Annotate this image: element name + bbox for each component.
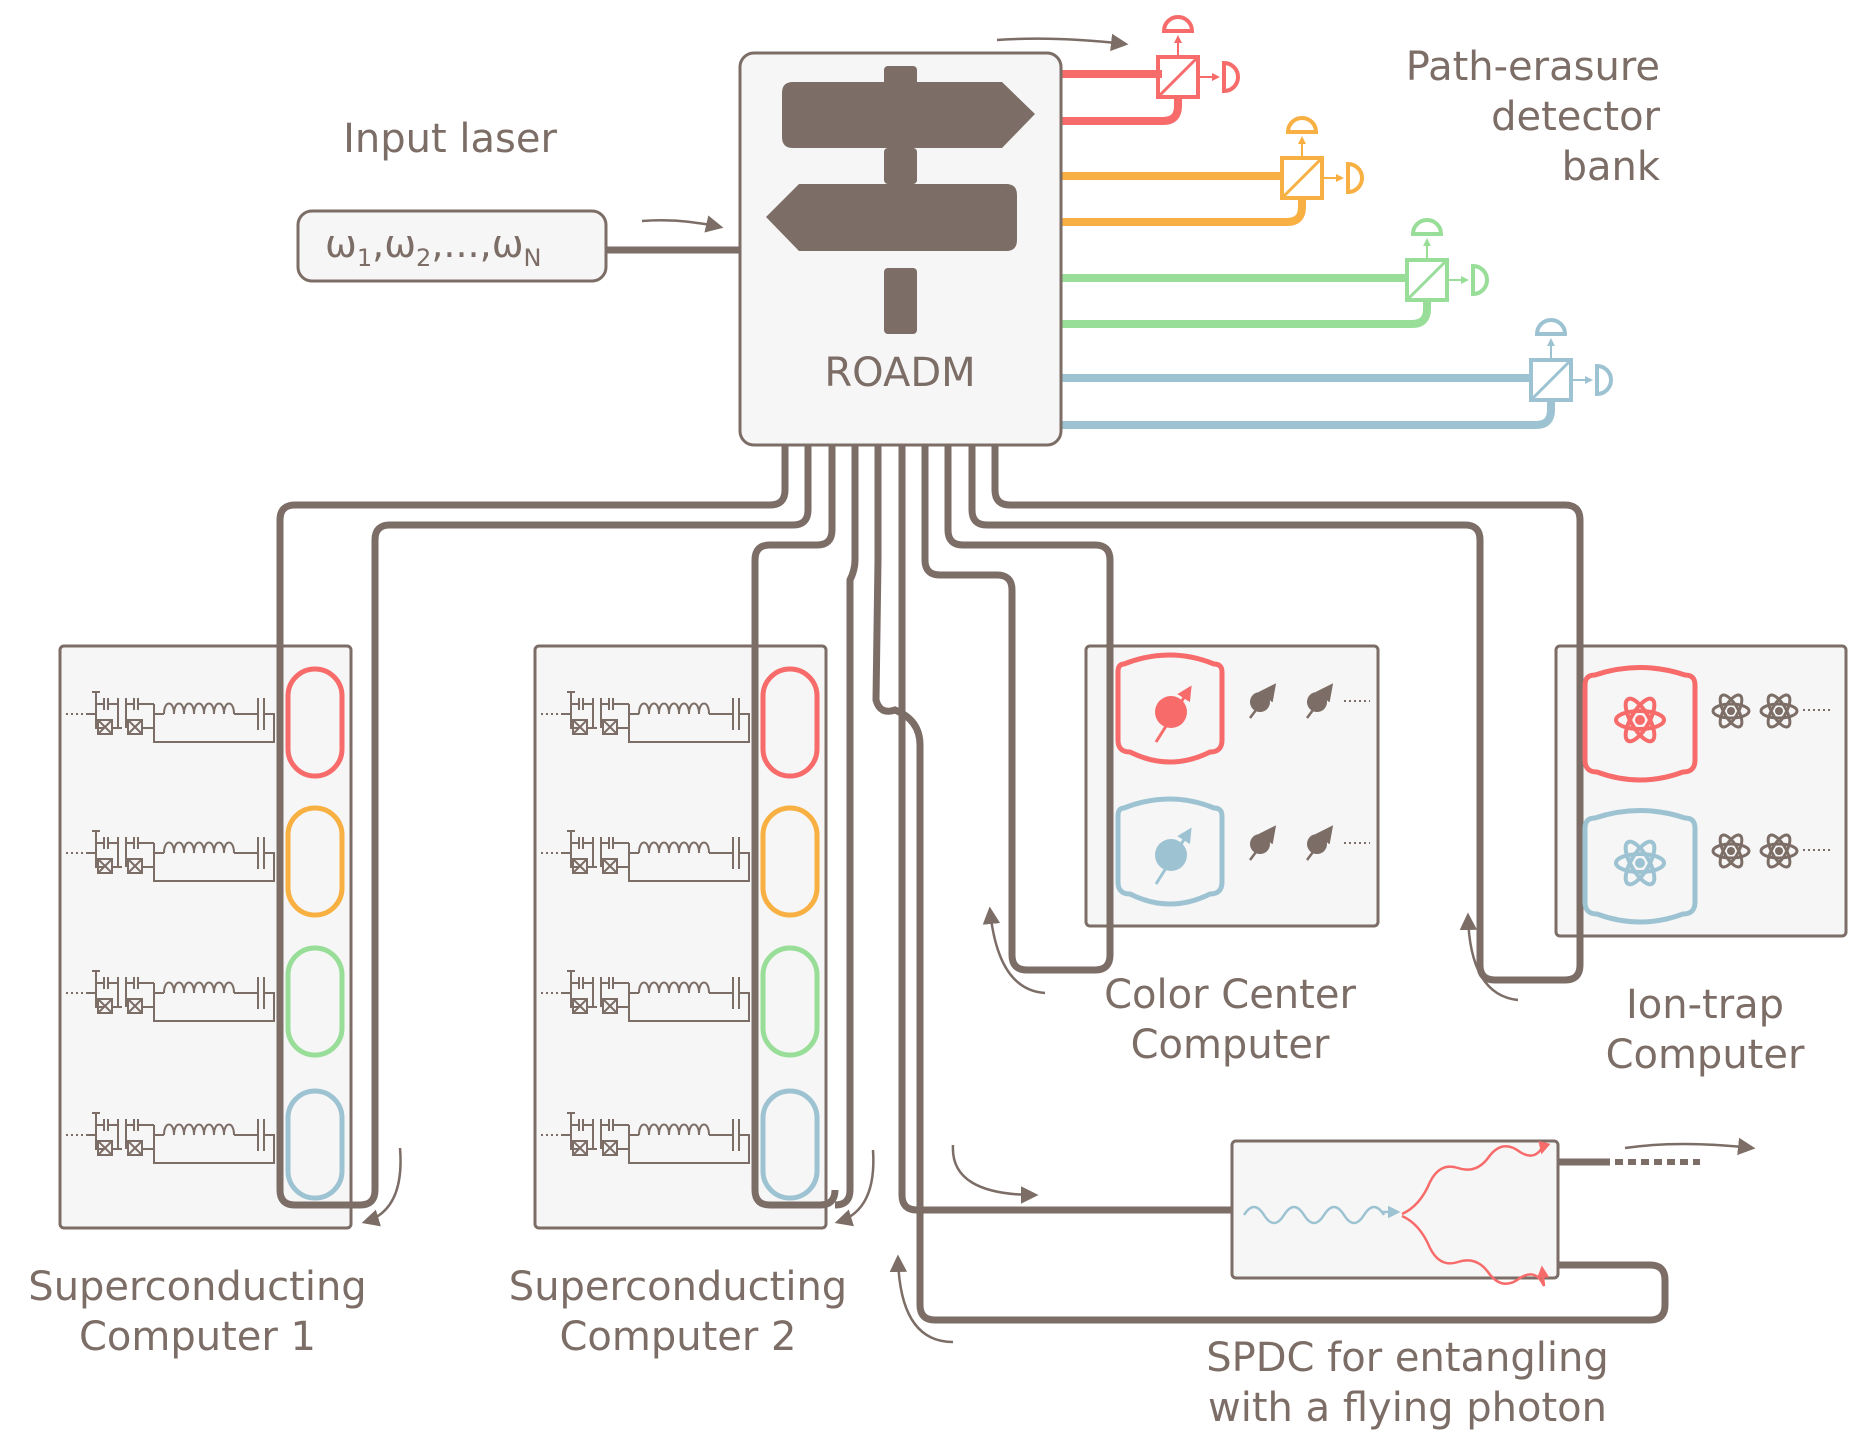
path-erasure-label-1: Path-erasure (1405, 44, 1660, 90)
colored-fibers (1061, 70, 1555, 429)
sc2-label-2: Computer 2 (559, 1314, 797, 1360)
signpost-icon (766, 66, 1035, 334)
detector-green (1405, 218, 1489, 302)
spdc-label-1: SPDC for entangling (1206, 1335, 1609, 1381)
sc1-label-2: Computer 1 (78, 1314, 316, 1360)
spdc-photons (1242, 1140, 1551, 1287)
ion-trap-panel (1554, 644, 1848, 938)
input-laser-label: Input laser (343, 116, 557, 162)
fiber-routes (276, 246, 1700, 1324)
color-center-label-2: Computer (1130, 1022, 1330, 1068)
detector-blue (1529, 318, 1613, 402)
color-center-label-1: Color Center (1104, 972, 1356, 1018)
roadm-label: ROADM (824, 350, 976, 396)
ion-trap-qubits (1582, 665, 1830, 925)
path-erasure-label-3: bank (1561, 144, 1660, 190)
laser-frequencies: ω1,ω2,...,ωN (325, 222, 542, 272)
flow-arrows (361, 33, 1756, 1344)
ion-trap-label-2: Computer (1605, 1032, 1805, 1078)
color-center-qubits (1115, 652, 1370, 907)
laser-frequency-box (296, 209, 608, 283)
sc2-qubits (540, 666, 820, 1201)
ion-trap-label-1: Ion-trap (1625, 982, 1785, 1028)
sc1-label-1: Superconducting (28, 1264, 367, 1310)
color-center-panel (1084, 644, 1380, 928)
spdc-panel (1230, 1139, 1560, 1280)
sc2-label-1: Superconducting (508, 1264, 848, 1310)
path-erasure-label-2: detector (1491, 94, 1660, 140)
spdc-label-2: with a flying photon (1208, 1385, 1607, 1431)
detector-red (1156, 15, 1240, 99)
sc1-qubits (65, 666, 345, 1201)
